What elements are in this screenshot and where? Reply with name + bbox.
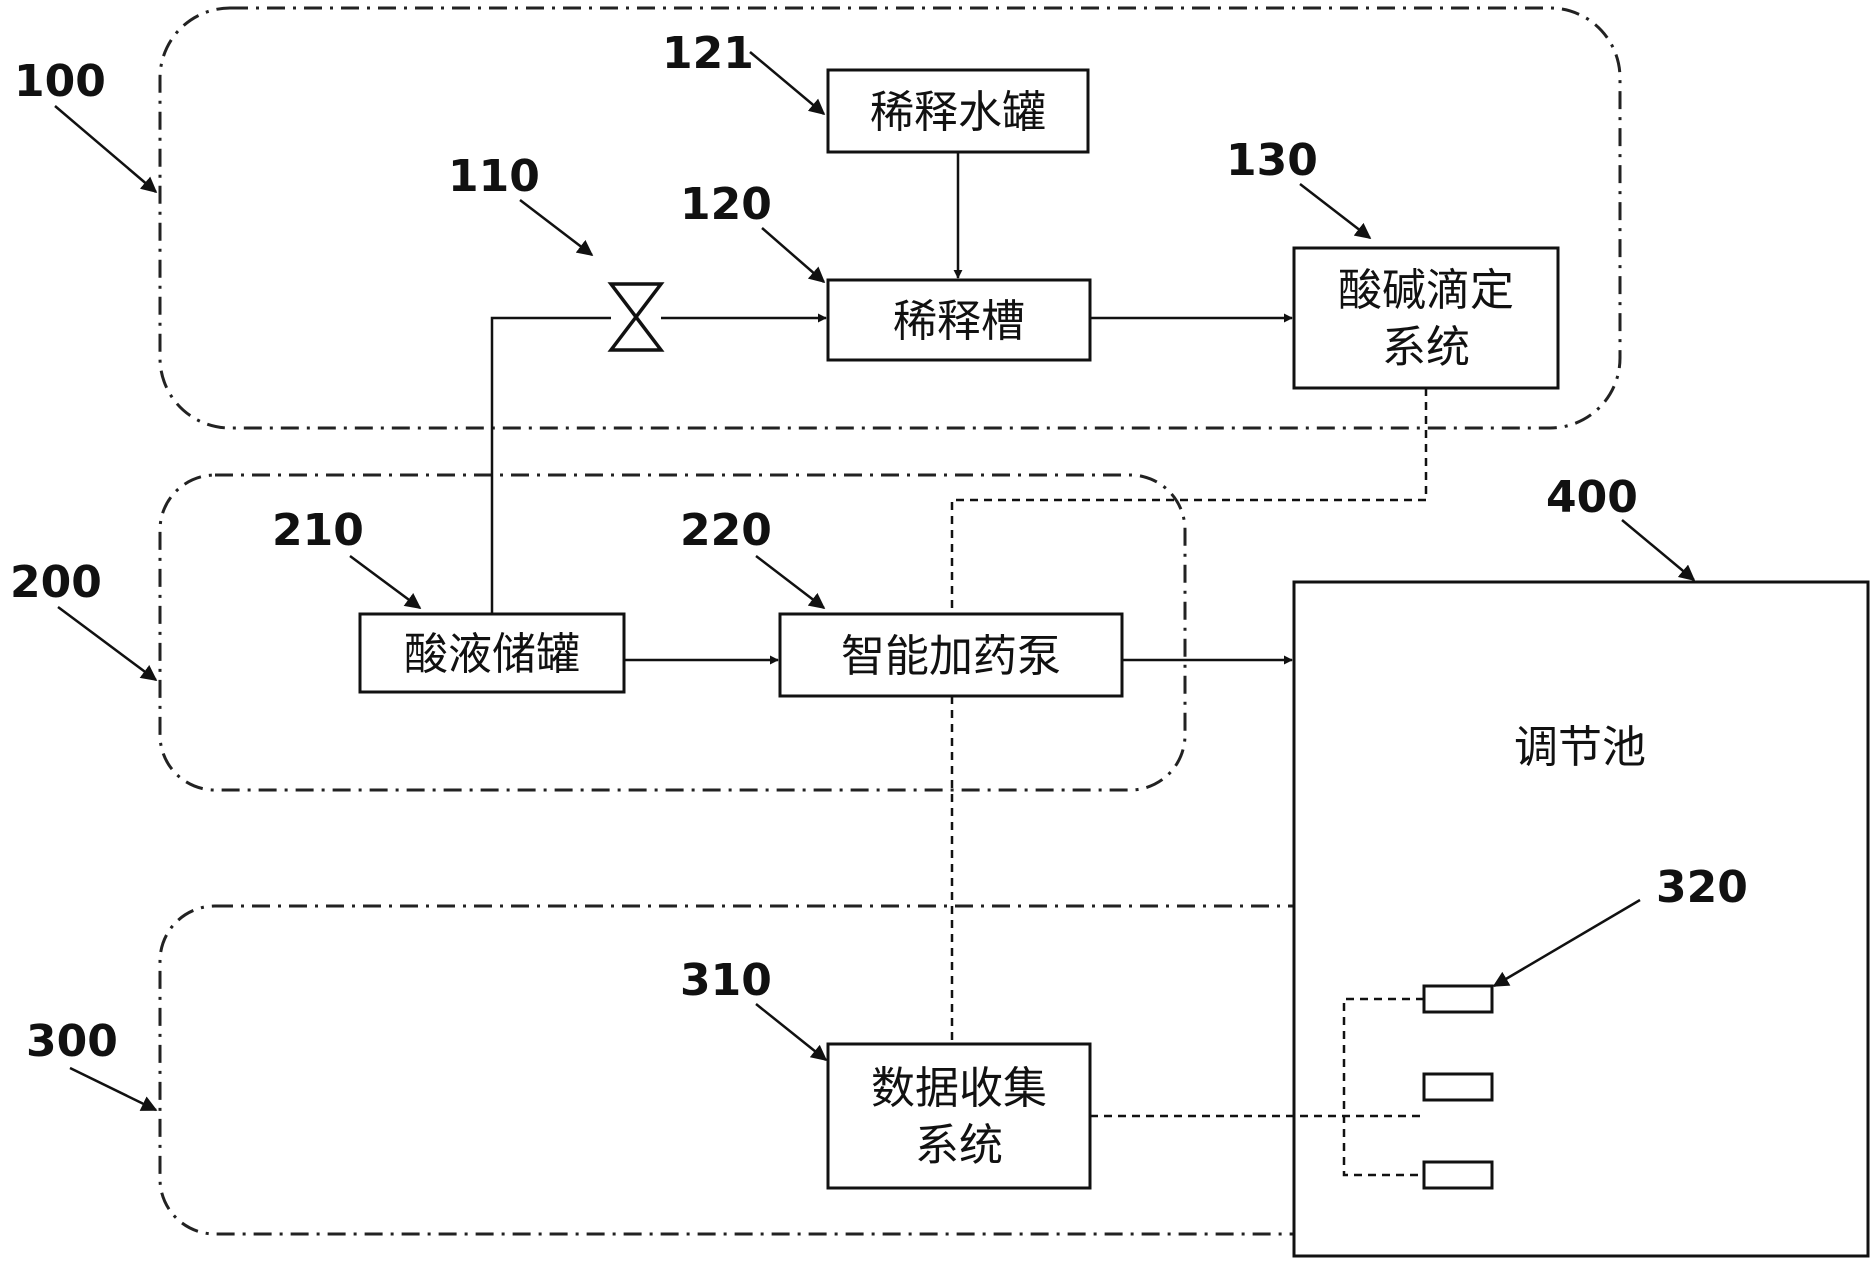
group-100-frame — [158, 6, 1622, 430]
sensor-2 — [1422, 1072, 1494, 1102]
group-100-ref: 100 — [14, 56, 106, 107]
flow-acid-tank-to-valve — [490, 316, 611, 614]
regulating-pool-pointer — [1621, 519, 1696, 582]
smart-dosing-pump-label: 智能加药泵 — [841, 631, 1061, 682]
group-200-frame — [158, 473, 1187, 792]
valve-pointer — [519, 199, 594, 256]
data-collection-system-label-line1: 数据收集 — [871, 1063, 1047, 1114]
acid-storage-tank-ref: 210 — [272, 505, 364, 556]
smart-dosing-pump-pointer — [755, 555, 826, 609]
signal-titration-to-datacollection — [950, 388, 1428, 614]
signal-sensor-bus — [1342, 997, 1424, 1177]
dilution-tank-label: 稀释槽 — [893, 296, 1025, 347]
group-100-pointer — [54, 105, 158, 194]
acid-storage-tank-label: 酸液储罐 — [404, 629, 580, 680]
valve-ref: 110 — [448, 151, 540, 202]
data-collection-system-pointer — [755, 1003, 828, 1061]
acid-storage-tank-pointer — [349, 554, 422, 610]
data-collection-system-ref: 310 — [680, 955, 772, 1006]
valve-icon — [607, 282, 665, 352]
titration-system-label-line1: 酸碱滴定 — [1338, 265, 1514, 316]
dilution-water-tank-label: 稀释水罐 — [870, 87, 1046, 138]
regulating-pool-ref: 400 — [1546, 472, 1638, 523]
regulating-pool-label: 调节池 — [1514, 722, 1646, 773]
dilution-tank-pointer — [761, 227, 826, 284]
dilution-water-tank-pointer — [749, 51, 826, 116]
dilution-water-tank-ref: 121 — [662, 28, 754, 79]
data-collection-system-box — [826, 1042, 1092, 1190]
group-200-ref: 200 — [10, 557, 102, 608]
dilution-tank-ref: 120 — [680, 179, 772, 230]
acid-storage-tank-box — [358, 612, 626, 694]
titration-system-pointer — [1299, 183, 1372, 239]
group-300-pointer — [69, 1066, 158, 1112]
titration-system-box — [1292, 246, 1560, 390]
group-200-pointer — [57, 605, 158, 682]
data-collection-system-label-line2: 系统 — [915, 1120, 1003, 1171]
dilution-water-tank-box — [826, 68, 1090, 154]
sensors-ref: 320 — [1656, 862, 1748, 913]
sensors-pointer — [1492, 898, 1641, 988]
titration-system-label-line2: 系统 — [1382, 322, 1470, 373]
smart-dosing-pump-ref: 220 — [680, 505, 772, 556]
group-300-ref: 300 — [26, 1016, 118, 1067]
sensor-1 — [1422, 984, 1494, 1014]
smart-dosing-pump-box — [778, 612, 1124, 698]
regulating-pool-box — [1292, 580, 1870, 1258]
titration-system-ref: 130 — [1226, 135, 1318, 186]
dilution-tank-box — [826, 278, 1092, 362]
sensor-3 — [1422, 1160, 1494, 1190]
